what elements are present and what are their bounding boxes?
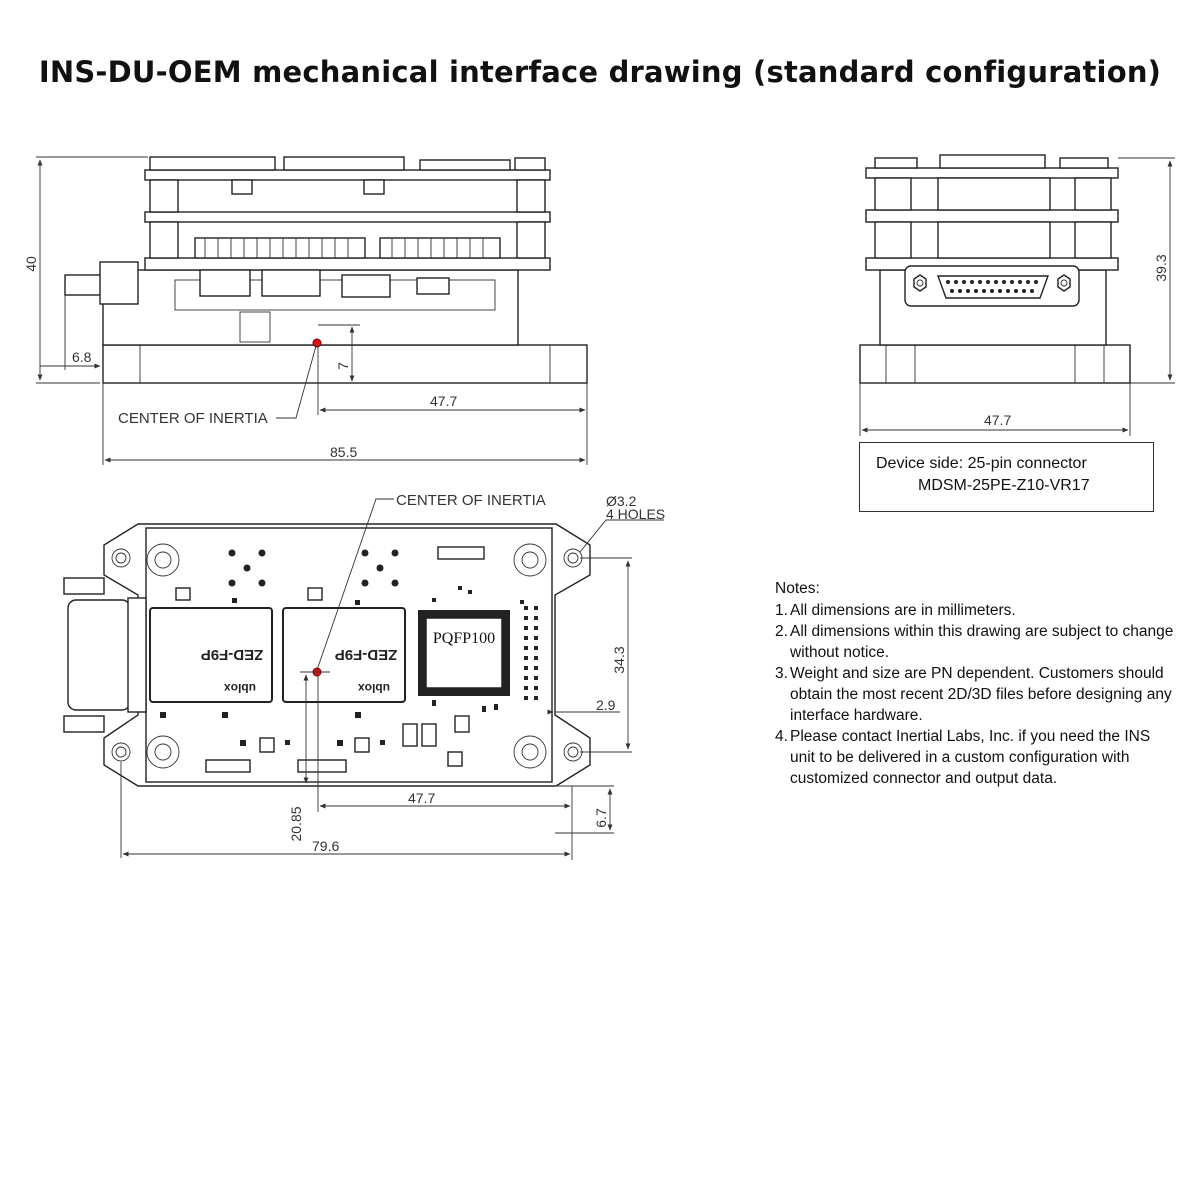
side-board-top	[144, 169, 551, 181]
side-dim-total-length: 85.5	[330, 444, 357, 460]
top-dsub-connector	[67, 599, 131, 711]
gnss-module-left	[149, 607, 273, 703]
page-title: INS-DU-OEM mechanical interface drawing …	[38, 55, 1162, 89]
side-board-lower	[144, 257, 551, 271]
end-view: 39.3 47.7	[859, 154, 1175, 436]
note-item: 2.All dimensions within this drawing are…	[775, 621, 1175, 663]
end-base-block	[859, 344, 1131, 384]
dim-bottom-offset: 6.7	[593, 808, 609, 828]
pqfp-chip-label: PQFP100	[433, 630, 495, 647]
end-dim-height: 39.3	[1153, 254, 1169, 281]
end-dim-width: 47.7	[984, 412, 1011, 428]
note-text: All dimensions are in millimeters.	[790, 602, 1016, 619]
dim-total-width: 79.6	[312, 838, 339, 854]
hole-diameter-label: Ø3.2	[606, 493, 637, 509]
gnss-module-right	[282, 607, 406, 703]
note-number: 3.	[775, 665, 788, 682]
notes-heading: Notes:	[775, 580, 820, 597]
side-dim-ci-to-edge: 47.7	[430, 393, 457, 409]
hole-count-label: 4 HOLES	[606, 506, 665, 522]
note-item: 1.All dimensions are in millimeters.	[775, 600, 1175, 621]
note-text: All dimensions within this drawing are s…	[790, 623, 1174, 661]
note-item: 3.Weight and size are PN dependent. Cust…	[775, 663, 1175, 726]
side-center-of-inertia-label: CENTER OF INERTIA	[118, 410, 268, 427]
small-components	[160, 546, 538, 773]
side-center-of-inertia-marker	[312, 338, 322, 348]
note-number: 4.	[775, 728, 788, 745]
gnss-module-right-label: ZED-F9P	[335, 646, 398, 663]
side-base-block	[102, 344, 588, 384]
side-dim-left-offset: 6.8	[72, 349, 92, 365]
gnss-module-left-brand: ublox	[224, 681, 256, 695]
dim-ci-y: 20.85	[288, 806, 304, 841]
notes-section: Notes: 1.All dimensions are in millimete…	[775, 578, 1175, 789]
side-dim-ci-vertical: 7	[335, 362, 351, 370]
side-view: 40 6.8 7 47.7 85.5 CENTER OF INERTIA	[23, 156, 588, 465]
notes-list: 1.All dimensions are in millimeters. 2.A…	[775, 600, 1175, 789]
note-item: 4.Please contact Inertial Labs, Inc. if …	[775, 726, 1175, 789]
top-view: ZED-F9P ublox ZED-F9P ublox PQFP100	[63, 492, 665, 860]
top-center-of-inertia-label: CENTER OF INERTIA	[396, 492, 546, 509]
gnss-module-left-label: ZED-F9P	[201, 646, 264, 663]
note-number: 1.	[775, 602, 788, 619]
dim-ci-x: 47.7	[408, 790, 435, 806]
note-text: Please contact Inertial Labs, Inc. if yo…	[790, 728, 1151, 787]
note-text: Weight and size are PN dependent. Custom…	[790, 665, 1172, 724]
gnss-module-right-brand: ublox	[358, 681, 390, 695]
dsub-pins	[946, 280, 1038, 293]
side-board-middle	[144, 211, 551, 223]
dim-edge-offset: 2.9	[596, 697, 616, 713]
connector-info-box: Device side: 25-pin connector MDSM-25PE-…	[859, 442, 1154, 512]
side-dim-height: 40	[23, 256, 39, 272]
connector-info-line2: MDSM-25PE-Z10-VR17	[918, 477, 1090, 494]
mounting-holes	[111, 543, 583, 769]
connector-info-line1: Device side: 25-pin connector	[876, 455, 1087, 472]
dim-hole-spacing: 34.3	[611, 646, 627, 673]
note-number: 2.	[775, 623, 788, 640]
